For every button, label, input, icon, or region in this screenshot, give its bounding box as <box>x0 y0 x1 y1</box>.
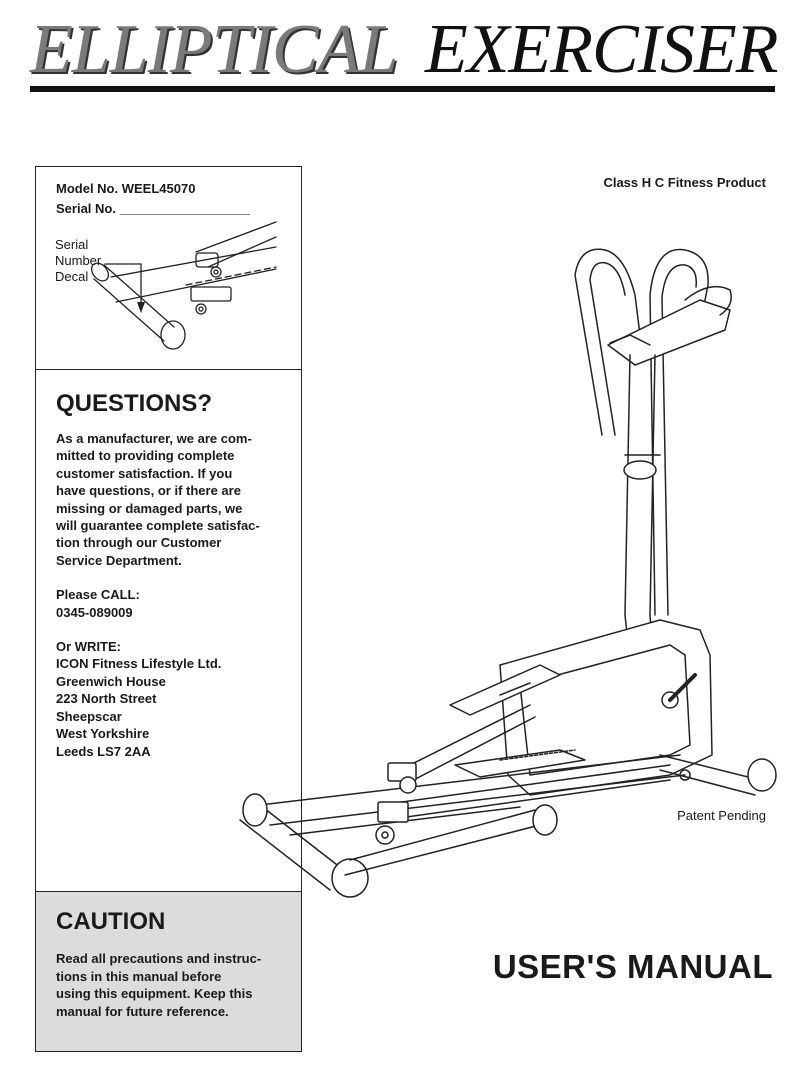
questions-write: Or WRITE: ICON Fitness Lifestyle Ltd. Gr… <box>56 639 222 759</box>
title-rule <box>30 86 775 92</box>
serial-decal-illustration <box>90 221 277 350</box>
serial-number-line: Serial No. __________________ <box>56 201 250 216</box>
patent-pending: Patent Pending <box>677 808 766 823</box>
model-number: Model No. WEEL45070 <box>56 181 196 196</box>
product-class: Class H C Fitness Product <box>603 175 766 190</box>
questions-box: QUESTIONS? As a manufacturer, we are com… <box>35 369 302 891</box>
users-manual-title: USER'S MANUAL <box>492 948 773 985</box>
caution-text: Read all precautions and instruc- tions … <box>56 951 262 1019</box>
decal-label-line: Number <box>55 253 102 268</box>
decal-label-line: Decal <box>55 269 89 284</box>
questions-call: Please CALL: 0345-089009 <box>56 587 140 620</box>
document-title: ELLIPTICAL EXERCISER <box>30 10 779 92</box>
decal-label-line: Serial <box>55 237 89 252</box>
elliptical-illustration <box>239 248 777 898</box>
questions-body: As a manufacturer, we are com- mitted to… <box>56 430 291 777</box>
questions-intro: As a manufacturer, we are com- mitted to… <box>56 431 260 568</box>
caution-heading: CAUTION <box>56 908 166 935</box>
model-info-box: Model No. WEEL45070 Serial No. _________… <box>35 166 302 369</box>
caution-box: CAUTION Read all precautions and instruc… <box>35 891 302 1052</box>
title-elliptical: ELLIPTICAL <box>30 11 398 88</box>
serial-decal-label: Serial Number Decal <box>55 237 101 285</box>
title-exerciser: EXERCISER <box>425 11 779 88</box>
questions-heading: QUESTIONS? <box>56 390 213 417</box>
